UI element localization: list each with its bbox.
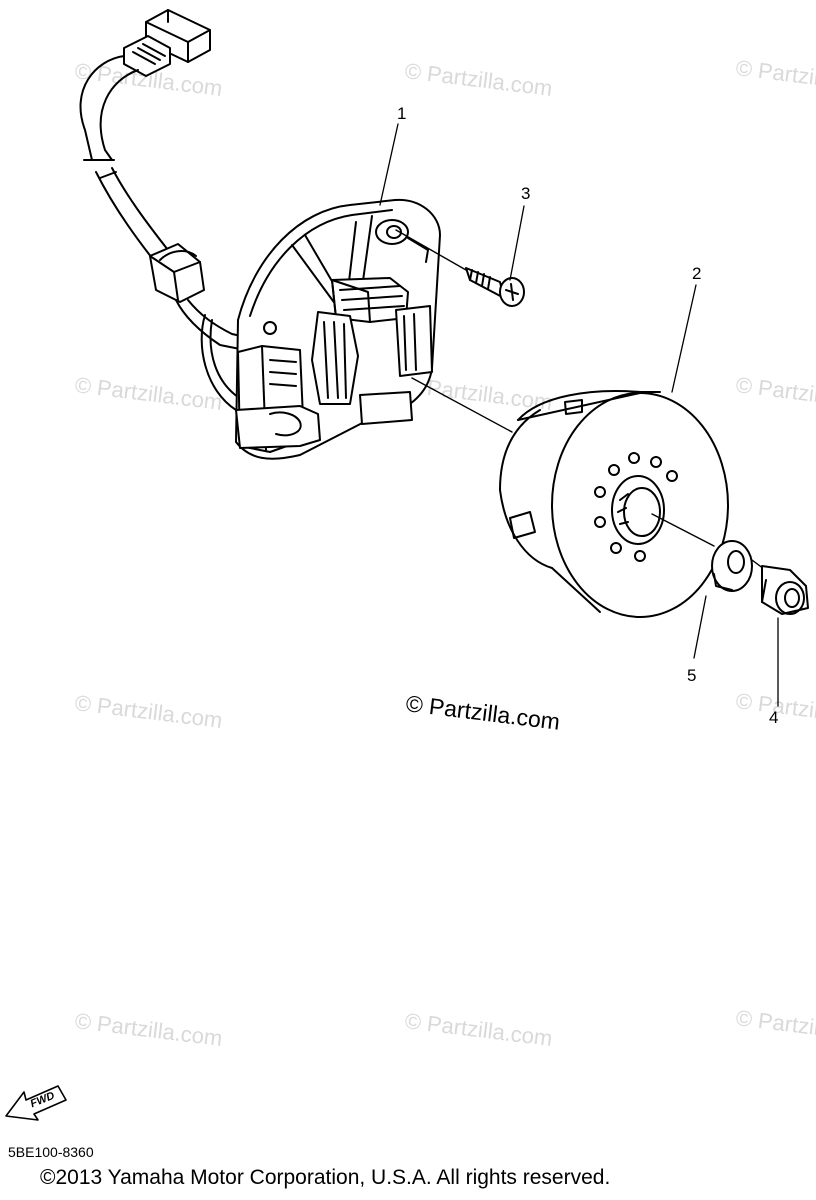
fwd-arrow [5,1085,67,1121]
callout-1: 1 [397,104,407,123]
nut [761,565,809,615]
copyright-notice: ©2013 Yamaha Motor Corporation, U.S.A. A… [40,1166,611,1189]
callout-4: 4 [769,708,779,727]
washer [711,540,753,592]
flywheel-rotor [499,390,729,618]
callout-3: 3 [521,184,531,203]
callout-2: 2 [692,264,702,283]
diagram-code: 5BE100-8360 [8,1144,94,1160]
wire-connector [123,9,211,77]
screw [395,229,525,307]
stator-assembly [235,198,441,460]
wire-harness [79,55,251,411]
callout-5: 5 [687,666,697,685]
